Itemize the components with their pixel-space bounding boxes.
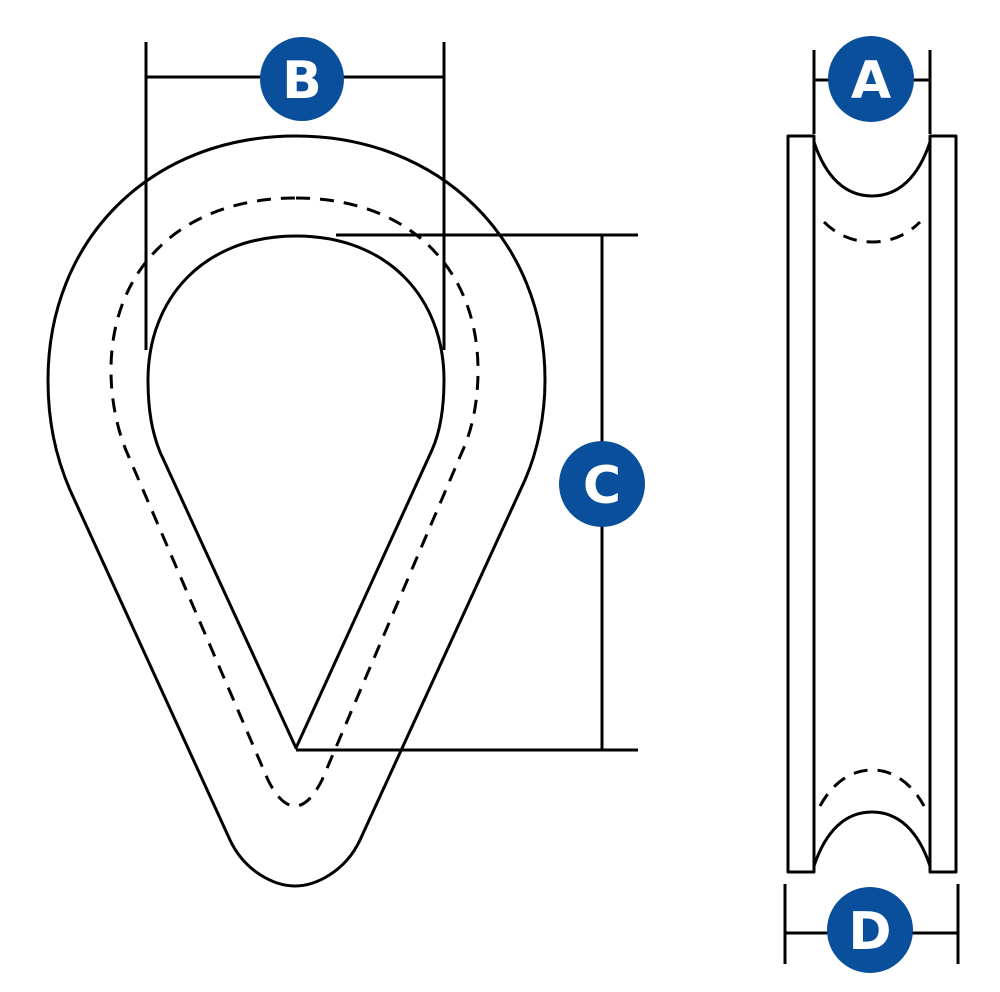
thimble-groove-line bbox=[109, 196, 480, 808]
dimension-b-badge bbox=[260, 37, 344, 121]
dimension-a: A bbox=[812, 36, 932, 134]
side-top-groove-hidden bbox=[822, 220, 922, 244]
dimension-c-badge bbox=[559, 441, 645, 527]
thimble-side-view bbox=[786, 134, 958, 874]
side-bottom-groove-hidden bbox=[818, 768, 926, 807]
dimension-a-badge bbox=[828, 36, 914, 122]
dimension-b: B bbox=[144, 37, 446, 350]
side-right-flange bbox=[928, 134, 958, 874]
dimension-d: D bbox=[783, 884, 960, 973]
dimension-c-label: C bbox=[583, 456, 621, 516]
side-left-flange bbox=[786, 134, 816, 874]
thimble-inner-eye bbox=[146, 234, 446, 750]
thimble-outer-outline bbox=[46, 134, 547, 888]
thimble-front-view bbox=[46, 134, 547, 888]
dimension-c: C bbox=[296, 233, 645, 752]
dimension-d-badge bbox=[827, 887, 913, 973]
side-bottom-groove bbox=[812, 810, 932, 868]
dimension-b-label: B bbox=[282, 51, 322, 111]
dimension-d-label: D bbox=[848, 902, 891, 962]
side-top-groove bbox=[812, 140, 932, 198]
dimension-a-label: A bbox=[851, 51, 891, 111]
